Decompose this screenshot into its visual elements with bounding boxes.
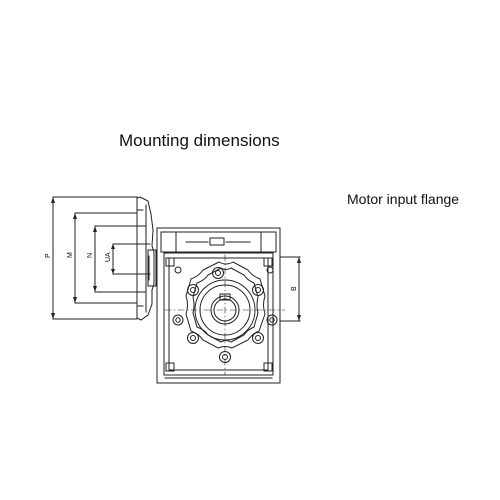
dim-label-n: N [87, 253, 94, 258]
gearbox-housing [156, 227, 281, 384]
mounting-dimensions-heading: Mounting dimensions [119, 131, 280, 150]
motor-input-flange-heading: Motor input flange [347, 191, 460, 207]
dimension-labels: P M N UA B [45, 252, 298, 291]
dim-label-m: M [67, 252, 74, 258]
output-flange [185, 261, 266, 349]
flange-profile [136, 196, 157, 321]
dimension-arrows [51, 197, 301, 321]
center-lines [164, 254, 286, 376]
dim-label-ua: UA [105, 252, 112, 262]
dimension-lines [52, 196, 301, 322]
dim-label-p: P [45, 253, 52, 258]
dim-label-b: B [291, 286, 298, 291]
